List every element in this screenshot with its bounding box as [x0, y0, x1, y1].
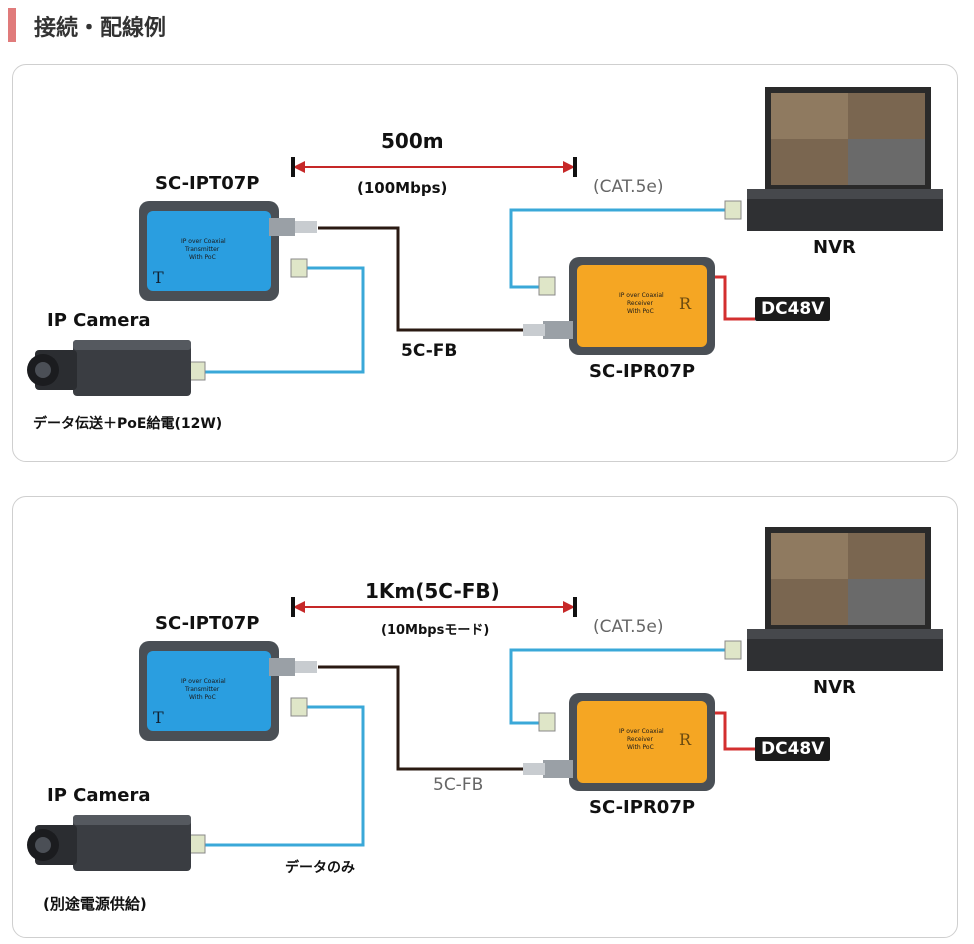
cat-cable-camera: [198, 266, 365, 374]
rx-text-1: IP over Coaxial: [619, 292, 664, 299]
cat-label: (CAT.5e): [593, 177, 664, 197]
cat-cable-nvr: [509, 208, 725, 289]
rx-text-1: IP over Coaxial: [619, 728, 664, 735]
diagram-panel-1: IP over Coaxial Transmitter With PoC T I…: [12, 64, 958, 462]
distance-marker-left: [291, 157, 295, 177]
transmitter-label: SC-IPT07P: [155, 173, 260, 194]
distance-label: 500m: [381, 129, 444, 153]
ip-camera: [27, 815, 191, 871]
nvr-label: NVR: [813, 237, 856, 258]
receiver-label: SC-IPR07P: [589, 361, 696, 382]
speed-label: (100Mbps): [357, 179, 448, 197]
tx-letter: T: [153, 268, 164, 287]
tx-text-2: Transmitter: [184, 686, 220, 693]
coax-label: 5C-FB: [433, 775, 484, 795]
coax-label: 5C-FB: [401, 341, 458, 361]
tx-text-3: With PoC: [189, 254, 216, 261]
camera-label: IP Camera: [47, 785, 151, 806]
transmitter-label: SC-IPT07P: [155, 613, 260, 634]
ip-camera: [27, 340, 191, 396]
rj45-connector-nvr: [724, 640, 742, 660]
diagram-1-graphics: IP over Coaxial Transmitter With PoC T I…: [27, 87, 943, 396]
tx-text-1: IP over Coaxial: [181, 238, 226, 245]
power-cable: [710, 711, 755, 751]
rx-text-2: Receiver: [627, 736, 653, 743]
power-cable: [710, 275, 755, 321]
rx-text-3: With PoC: [627, 308, 654, 315]
coax-cable: [318, 665, 528, 771]
distance-marker-right: [573, 597, 577, 617]
speed-label: (10Mbpsモード): [381, 623, 490, 638]
diagram-2-graphics: IP over Coaxial Transmitter With PoC T I…: [27, 527, 943, 871]
rj45-connector-rx: [538, 712, 556, 732]
rx-letter: R: [679, 294, 692, 313]
distance-marker-left: [291, 597, 295, 617]
arrow-head-right: [563, 601, 575, 613]
cat-cable-camera: [198, 705, 365, 847]
rj45-connector-camera: [188, 834, 206, 854]
receiver-device: [523, 257, 715, 355]
rj45-connector-nvr: [724, 200, 742, 220]
rj45-connector-camera: [188, 361, 206, 381]
arrow-head-left: [293, 601, 305, 613]
tx-text-2: Transmitter: [184, 246, 220, 253]
heading-accent-bar: [8, 8, 16, 42]
arrow-head-right: [563, 161, 575, 173]
tx-text-1: IP over Coaxial: [181, 678, 226, 685]
coax-cable: [318, 226, 528, 332]
distance-marker-right: [573, 157, 577, 177]
dc-power-box: DC48V: [755, 737, 831, 761]
camera-note: (別途電源供給): [43, 895, 147, 913]
rj45-connector-rx: [538, 276, 556, 296]
rj45-connector-tx: [290, 258, 308, 278]
tx-text-3: With PoC: [189, 694, 216, 701]
tx-letter: T: [153, 708, 164, 727]
rj45-connector-tx: [290, 697, 308, 717]
rx-letter: R: [679, 730, 692, 749]
page-title: 接続・配線例: [34, 16, 167, 41]
receiver-label: SC-IPR07P: [589, 797, 696, 818]
receiver-device: [523, 693, 715, 791]
distance-label: 1Km(5C-FB): [365, 579, 500, 603]
data-only-note: データのみ: [285, 860, 355, 876]
nvr-label: NVR: [813, 677, 856, 698]
camera-note: データ伝送＋PoE給電(12W): [33, 416, 223, 432]
transmitter-device: [139, 641, 317, 741]
camera-label: IP Camera: [47, 310, 151, 331]
rx-text-3: With PoC: [627, 744, 654, 751]
transmitter-device: [139, 201, 317, 301]
dc-power-box: DC48V: [755, 297, 831, 321]
nvr-device: [747, 87, 943, 231]
cat-label: (CAT.5e): [593, 617, 664, 637]
nvr-device: [747, 527, 943, 671]
arrow-head-left: [293, 161, 305, 173]
cat-cable-nvr: [509, 648, 725, 725]
rx-text-2: Receiver: [627, 300, 653, 307]
diagram-panel-2: IP over Coaxial Transmitter With PoC T I…: [12, 496, 958, 938]
